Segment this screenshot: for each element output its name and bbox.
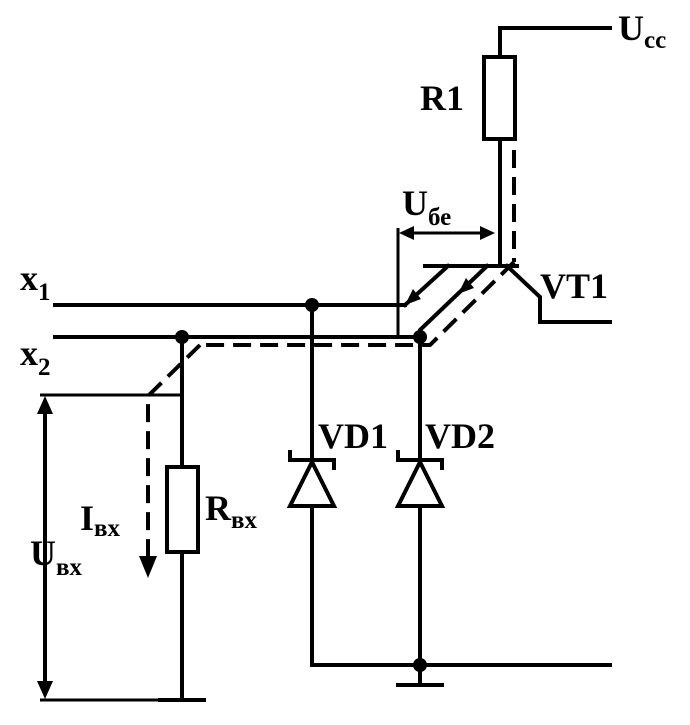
vd2-triangle <box>394 457 446 508</box>
ubx-arrow-down-icon <box>37 681 53 699</box>
current-path-dashed <box>139 150 516 578</box>
vd1-label: VD1 <box>318 416 388 456</box>
current-path-diagonal <box>200 260 516 347</box>
rbx-label: Rвх <box>205 488 258 534</box>
rbx-branch <box>158 335 206 702</box>
ube-arrow-right-icon <box>480 226 495 240</box>
ucc-wire <box>498 26 612 59</box>
r1-label: R1 <box>420 78 464 118</box>
ube-arrow-left-icon <box>399 226 414 240</box>
rbx-resistor <box>165 465 200 554</box>
vd2-diode <box>394 335 446 687</box>
ube-measurement <box>396 226 495 337</box>
vt1-emitter2-arrow-icon <box>458 278 474 294</box>
supply-branch <box>482 26 612 268</box>
vd2-label: VD2 <box>425 416 495 456</box>
ucc-label: Ucc <box>618 8 666 54</box>
x2-label: x2 <box>20 333 51 381</box>
ubx-label: Uвх <box>30 533 83 581</box>
vt1-emitter2-lead <box>418 263 490 339</box>
ube-label: Uбе <box>402 183 451 231</box>
r1-resistor <box>482 55 517 141</box>
vd1-diode <box>286 303 338 667</box>
bottom-junction-dot <box>413 658 427 672</box>
ibx-arrow-down-icon <box>139 556 157 578</box>
ibx-label: Iвх <box>80 498 121 542</box>
ubx-arrow-up-icon <box>37 396 53 414</box>
ground-rail <box>310 658 612 687</box>
x1-label: x1 <box>20 258 51 306</box>
vt1-collector-lead <box>504 263 612 324</box>
vt1-emitter1-arrow-icon <box>405 289 421 305</box>
input-lines <box>53 298 427 344</box>
vt1-label: VT1 <box>540 266 608 306</box>
ubx-measurement <box>37 393 182 702</box>
vd1-triangle <box>286 457 338 508</box>
